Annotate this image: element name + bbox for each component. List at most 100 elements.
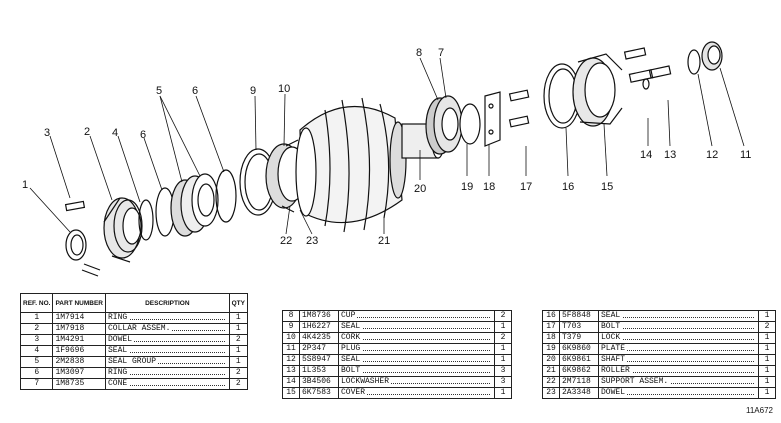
part-roller-21 [295, 97, 407, 233]
cell-desc: SEAL [338, 354, 495, 366]
desc-text: SHAFT [601, 355, 628, 364]
cell-desc: SHAFT [598, 354, 759, 366]
document-id: 11A672 [746, 406, 773, 415]
desc-text: SEAL GROUP [108, 357, 159, 366]
desc-text: SEAL [108, 346, 130, 355]
desc-text: LOCK [601, 333, 623, 342]
callout-6b: 6 [192, 85, 198, 97]
cell-qty: 2 [758, 321, 776, 333]
cell-desc: ROLLER [598, 365, 759, 377]
cell-ref: 12 [282, 354, 300, 366]
callout-17: 17 [520, 181, 532, 193]
cell-ref: 6 [19, 367, 54, 379]
callout-11: 11 [740, 149, 751, 161]
cell-part: 6K9860 [559, 343, 599, 355]
desc-text: LOCKWASHER [341, 377, 392, 386]
callout-16: 16 [562, 181, 574, 193]
cell-desc: CONE [105, 378, 230, 390]
part-seal-group-5 [170, 173, 219, 237]
cell-qty: 1 [758, 365, 776, 377]
callout-21: 21 [378, 235, 390, 247]
desc-text: DOWEL [108, 335, 135, 344]
part-plug-11 [701, 41, 723, 71]
cell-desc: RING [105, 367, 230, 379]
cell-desc: BOLT [338, 365, 495, 377]
callout-23: 23 [306, 235, 318, 247]
cell-ref: 4 [19, 345, 54, 357]
part-bolts-17 [508, 89, 530, 128]
cell-ref: 14 [282, 376, 300, 388]
part-dowel-3 [64, 200, 86, 212]
callout-12: 12 [706, 149, 718, 161]
desc-text: COLLAR ASSEM. [108, 324, 173, 333]
cell-qty: 1 [228, 323, 249, 335]
cell-ref: 21 [542, 365, 560, 377]
cell-ref: 3 [19, 334, 54, 346]
cell-qty: 1 [494, 343, 512, 355]
exploded-view-diagram: 1 2 3 4 5 6 6 7 8 9 10 11 12 13 14 15 16… [22, 41, 751, 277]
desc-text: SEAL [341, 322, 363, 331]
cell-ref: 11 [282, 343, 300, 355]
cell-qty: 1 [228, 345, 249, 357]
part-seal-12 [687, 49, 701, 75]
cell-desc: DOWEL [105, 334, 230, 346]
cell-qty: 2 [228, 367, 249, 379]
part-bolts-lockwashers-13-14 [623, 47, 672, 90]
desc-text: CORK [341, 333, 363, 342]
callout-22: 22 [280, 235, 292, 247]
cell-ref: 22 [542, 376, 560, 388]
cell-qty: 1 [494, 321, 512, 333]
header-part-number: PART NUMBER [52, 293, 106, 313]
callout-6a: 6 [140, 129, 146, 141]
cell-part: 2P347 [299, 343, 339, 355]
callout-9: 9 [250, 85, 256, 97]
callout-20: 20 [414, 183, 426, 195]
part-cover-15 [572, 53, 623, 127]
desc-text: PLATE [601, 344, 628, 353]
callout-13: 13 [664, 149, 676, 161]
cell-desc: PLATE [598, 343, 759, 355]
cell-desc: SUPPORT ASSEM. [598, 376, 759, 388]
cell-desc: COLLAR ASSEM. [105, 323, 230, 335]
desc-text: BOLT [341, 366, 363, 375]
cell-ref: 15 [282, 387, 300, 399]
cell-qty: 1 [494, 354, 512, 366]
cell-desc: SEAL [338, 321, 495, 333]
callout-8: 8 [416, 47, 422, 59]
cell-ref: 16 [542, 310, 560, 322]
part-lock-18 [484, 91, 501, 147]
cell-ref: 8 [282, 310, 300, 322]
cell-part: 2M7118 [559, 376, 599, 388]
cell-desc: PLUG [338, 343, 495, 355]
cell-part: 1M4291 [52, 334, 106, 346]
cell-desc: LOCKWASHER [338, 376, 495, 388]
cell-qty: 1 [758, 387, 776, 399]
part-seal-4 [138, 199, 154, 241]
cell-qty: 1 [494, 387, 512, 399]
cell-part: 5F8848 [559, 310, 599, 322]
desc-text: ROLLER [601, 366, 632, 375]
part-plate-19 [459, 103, 481, 145]
desc-text: CUP [341, 311, 358, 320]
callout-3: 3 [44, 127, 50, 139]
desc-text: RING [108, 313, 130, 322]
cell-ref: 20 [542, 354, 560, 366]
part-ring-6b [215, 169, 237, 223]
callout-4: 4 [112, 127, 118, 139]
cell-ref: 13 [282, 365, 300, 377]
